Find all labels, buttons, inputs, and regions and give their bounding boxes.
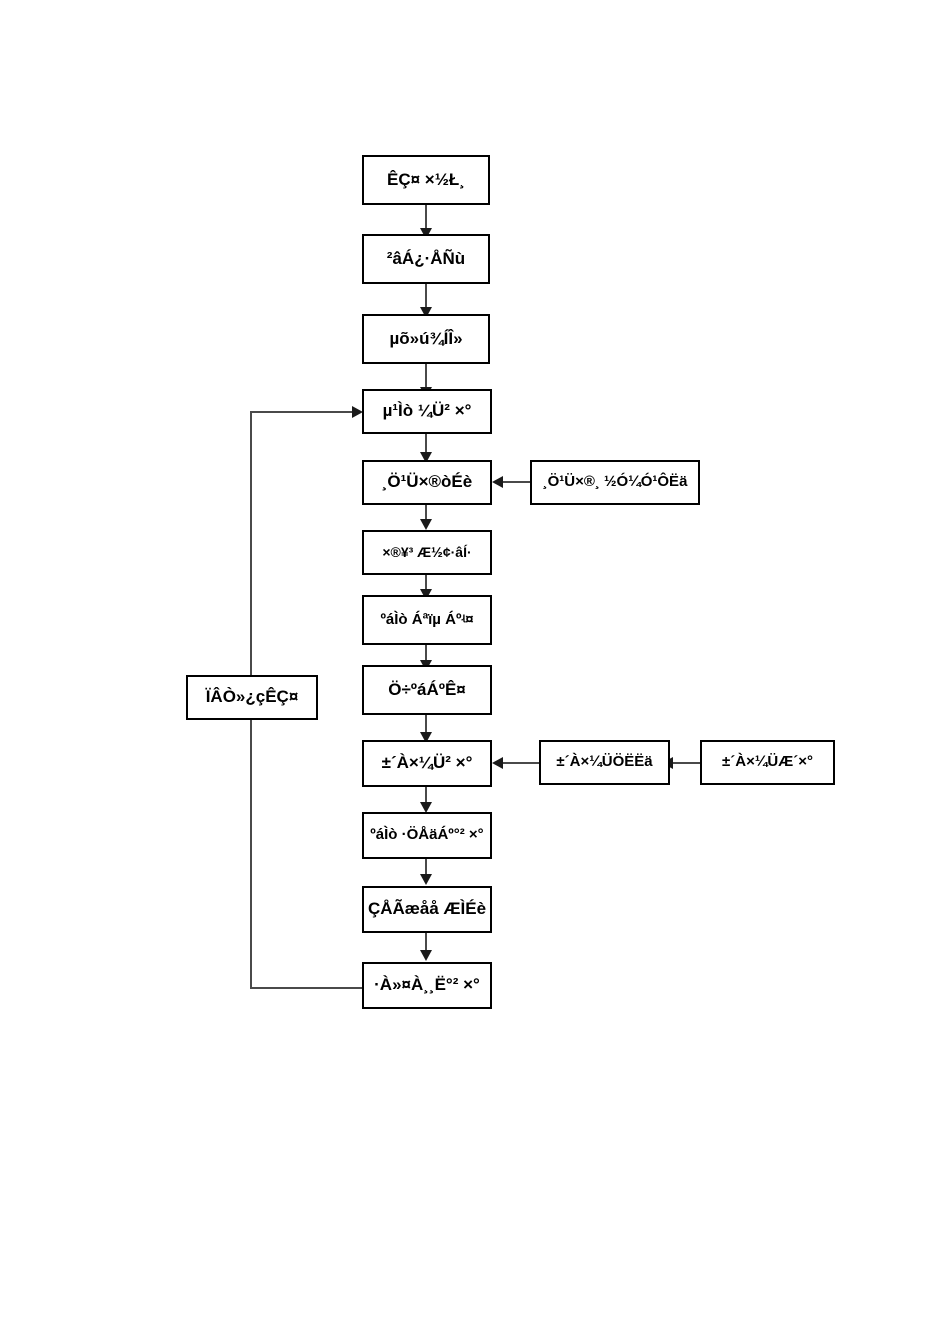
connector-n9-n10	[425, 787, 427, 807]
arrowhead-n4-n5	[420, 452, 432, 463]
connector-s2-n9	[500, 762, 539, 764]
side-node-pipe-pile-splice[interactable]: ¸Ö¹Ü×®¸ ½Ó¼Ó¹ÔËä	[530, 460, 700, 505]
process-node-crane-position[interactable]: µõ»ú¾ÍÎ»	[362, 314, 490, 364]
node-label: ×®¥³ Æ½¢·âÍ·	[382, 543, 472, 560]
node-label: ºáÌò ·ÖÅäÁº°² ×°	[370, 826, 484, 844]
side-node-next-span[interactable]: ÏÂÒ»¿çÊÇ¤	[186, 675, 318, 720]
node-label: ±´À×¼Ü² ×°	[381, 753, 473, 773]
connector-n4-n5	[425, 433, 427, 457]
connector-n2-n3	[425, 283, 427, 309]
side-node-bailey-transport[interactable]: ±´À×¼ÜÖËËä	[539, 740, 670, 785]
connector-n10-n11	[425, 859, 427, 879]
process-node-bailey-frame-install[interactable]: ±´À×¼Ü² ×°	[362, 740, 492, 787]
connector-s3-s2	[670, 762, 700, 764]
connector-n8-n9	[425, 715, 427, 737]
node-label: µ¹Ìò ¼Ü² ×°	[382, 401, 472, 421]
arrowhead-s2-n9	[492, 757, 503, 769]
arrowhead-n2-n3	[420, 307, 432, 318]
connector-n1-n2	[425, 204, 427, 230]
node-label: ÇÅÃæåå ÆÌÉè	[367, 899, 487, 919]
node-label: ±´À×¼ÜÖËËä	[556, 753, 653, 771]
connector-n7-n8	[425, 645, 427, 665]
process-node-steel-pipe-pile[interactable]: ¸Ö¹Ü×®òÉè	[362, 460, 492, 505]
connector-s1-n5	[500, 481, 530, 483]
process-node-bridge-deck-paving[interactable]: ÇÅÃæåå ÆÌÉè	[362, 886, 492, 933]
arrowhead-n6-n7	[420, 589, 432, 600]
feedback-bottom-segment	[250, 987, 362, 989]
node-label: ¸Ö¹Ü×®òÉè	[381, 472, 473, 492]
arrowhead-s1-n5	[492, 476, 503, 488]
arrowhead-n8-n9	[420, 732, 432, 743]
feedback-top-segment	[250, 411, 355, 413]
arrowhead-n11-n12	[420, 950, 432, 961]
process-node-frame-install[interactable]: µ¹Ìò ¼Ü² ×°	[362, 389, 492, 434]
node-label: ¸Ö¹Ü×®¸ ½Ó¼Ó¹ÔËä	[542, 473, 688, 491]
node-label: ÊÇ¤ ×½Ł¸	[387, 169, 465, 189]
process-node-pile-cap[interactable]: ×®¥³ Æ½¢·âÍ·	[362, 530, 492, 575]
connector-n3-n4	[425, 363, 427, 389]
side-node-bailey-assembly[interactable]: ±´À×¼ÜÆ´×°	[700, 740, 835, 785]
arrowhead-n1-n2	[420, 228, 432, 239]
node-label: ÏÂÒ»¿çÊÇ¤	[205, 687, 299, 707]
node-label: ºáÌò Áªïµ Áºʵ¤	[380, 610, 474, 628]
node-label: ²âÁ¿·ÅÑù	[386, 248, 466, 268]
arrowhead-n5-n6	[420, 519, 432, 530]
process-node-measure-layout[interactable]: ²âÁ¿·ÅÑù	[362, 234, 490, 284]
connector-n11-n12	[425, 933, 427, 955]
connector-n5-n6	[425, 504, 427, 524]
process-node-distribution-beam[interactable]: ºáÌò ·ÖÅäÁº°² ×°	[362, 812, 492, 859]
node-label: ±´À×¼ÜÆ´×°	[722, 753, 813, 771]
process-node-main-beam[interactable]: Ö÷ºáÁºÊ¤	[362, 665, 492, 715]
process-node-start[interactable]: ÊÇ¤ ×½Ł¸	[362, 155, 490, 205]
arrowhead-n9-n10	[420, 802, 432, 813]
node-label: µõ»ú¾ÍÎ»	[389, 328, 463, 348]
node-label: Ö÷ºáÁºÊ¤	[388, 679, 466, 699]
arrowhead-n10-n11	[420, 874, 432, 885]
process-node-tie-beam[interactable]: ºáÌò Áªïµ Áºʵ¤	[362, 595, 492, 645]
node-label: ·À»¤À¸¸Ë°² ×°	[374, 975, 480, 995]
arrowhead-feedback-to-n4	[352, 406, 363, 418]
process-node-guardrail-install[interactable]: ·À»¤À¸¸Ë°² ×°	[362, 962, 492, 1009]
connector-n6-n7	[425, 574, 427, 594]
